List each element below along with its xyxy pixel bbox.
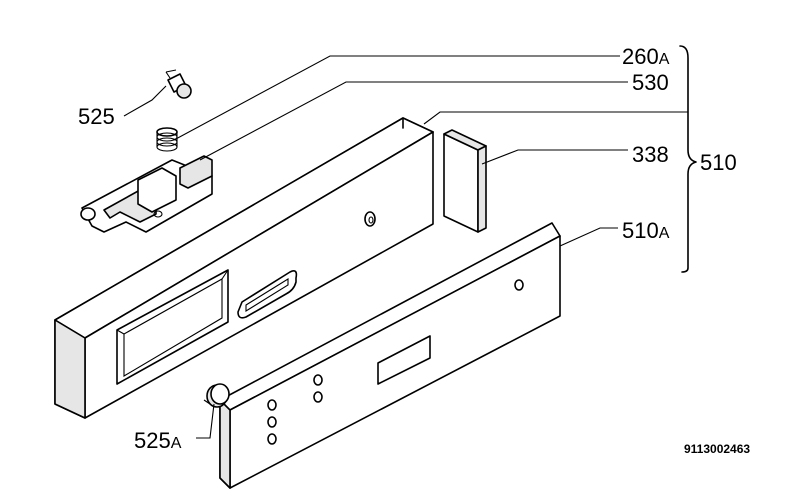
- label-530: 530: [632, 70, 669, 95]
- leader-lines: [123, 45, 697, 439]
- part-labels: 260A 530 525 338 510 510A 525A 911300246…: [78, 44, 750, 456]
- drawing-number: 9113002463: [684, 442, 750, 456]
- spring-530: [156, 127, 178, 152]
- pin-525: [165, 69, 192, 99]
- front-fascia-510a: [219, 222, 561, 489]
- side-plate-338: [443, 129, 487, 233]
- knob-525a: [203, 383, 230, 408]
- label-510a: 510A: [622, 218, 670, 243]
- label-338: 338: [632, 142, 669, 167]
- label-525a: 525A: [134, 428, 182, 453]
- bracket-260a: [80, 155, 213, 233]
- label-525: 525: [78, 104, 115, 129]
- label-260a: 260A: [622, 44, 670, 69]
- label-510: 510: [700, 150, 737, 175]
- control-panel-housing: [54, 117, 434, 419]
